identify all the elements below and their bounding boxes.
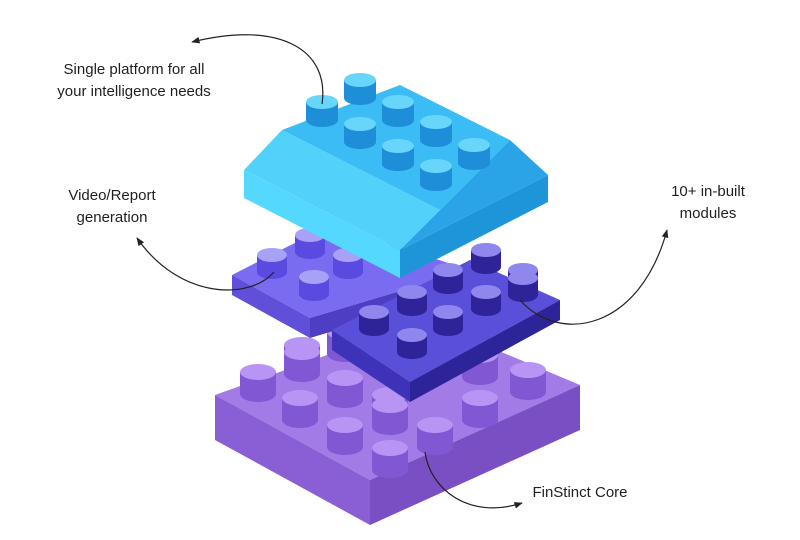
mod-stud [397,328,427,359]
mid-studs [257,228,363,301]
core-stud [327,417,363,455]
core-stud [284,344,320,382]
mod-stud [433,263,463,294]
mid-left-face [232,275,310,338]
core-stud [327,370,363,408]
arrow-bottom [424,451,523,509]
arrow-top [191,34,324,105]
mod-stud [397,285,427,316]
arrow-right [519,229,669,325]
label-left-line1: Video/Report [68,187,156,204]
roof-left-side [244,170,400,278]
core-stud [417,417,453,455]
roof-studs [306,73,490,191]
mid-stud [299,270,329,301]
modules-block [332,243,560,402]
roof-stud [344,73,376,105]
roof-right-slope [400,140,548,250]
roof-stud [344,117,376,149]
mod-left-face [332,330,410,402]
roof-stud [306,95,338,127]
label-left-line2: generation [77,209,148,226]
core-left-face [215,395,370,525]
arrow-left [136,237,275,291]
mod-stud [471,243,501,274]
core-stud [282,390,318,428]
roof-front-slope [244,130,440,250]
core-stud [510,362,546,400]
label-right-line1: 10+ in-built [671,183,746,200]
label-top-line2: your intelligence needs [57,83,210,100]
roof-stud [420,115,452,147]
roof-stud [382,139,414,171]
mod-studs [359,243,538,359]
label-right-line2: modules [680,205,737,222]
platform-roof-block [244,73,548,278]
core-right-face [370,385,580,525]
core-stud [462,390,498,428]
label-bottom: FinStinct Core [532,484,627,501]
mod-stud [471,285,501,316]
core-stud [372,397,408,435]
mod-stud [508,271,538,302]
mod-stud [433,305,463,336]
roof-stud [382,95,414,127]
roof-stud [420,159,452,191]
mid-stud [257,248,287,279]
roof-right-side [400,175,548,278]
mod-stud [359,305,389,336]
core-stud [372,440,408,478]
core-stud [240,364,276,402]
label-top-line1: Single platform for all [64,61,205,78]
mod-right-face [410,300,560,402]
roof-stud [458,138,490,170]
